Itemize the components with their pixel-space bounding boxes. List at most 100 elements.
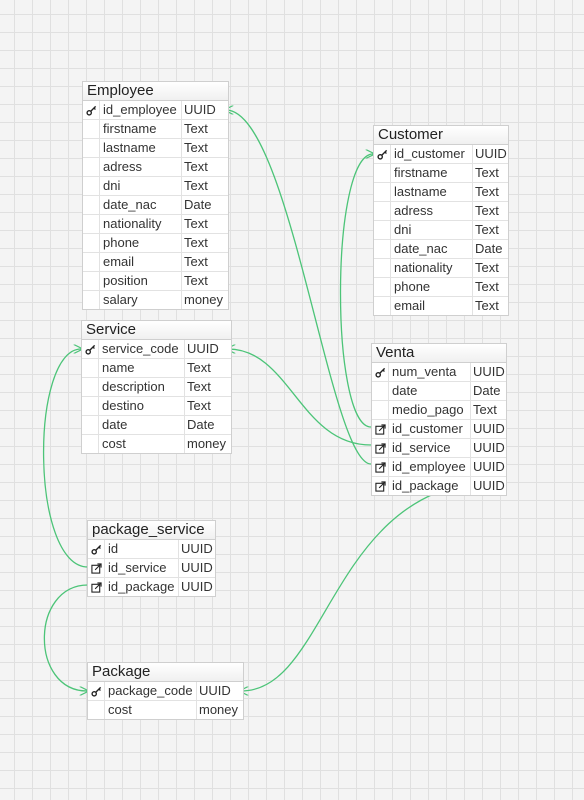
field-type: Text [475,298,499,313]
field-name: id_employee [100,101,182,119]
field-type: UUID [473,364,505,379]
key-icon [88,682,105,700]
field-icon-cell [374,297,391,315]
field-name: id_service [389,439,471,457]
table-title: Employee [83,82,228,101]
field-type: UUID [473,478,505,493]
field-name: lastname [391,183,473,201]
field-name: cost [105,701,197,719]
field-type: Text [475,222,499,237]
table-title: Package [88,663,243,682]
external-link-icon [88,578,105,596]
field-type: Text [184,216,208,231]
field-name: dni [100,177,182,195]
field-icon-cell [372,382,389,400]
field-name: description [99,378,185,396]
field-type: UUID [181,541,213,556]
field-type: UUID [473,440,505,455]
connector-venta-package [241,480,501,691]
field-name: service_code [99,340,185,358]
field-name: firstname [100,120,182,138]
external-link-icon [372,477,389,495]
field-type: UUID [181,560,213,575]
field-icon-cell [83,291,100,309]
key-icon [82,340,99,358]
field-icon-cell [374,164,391,182]
field-icon-cell [374,278,391,296]
field-name: phone [100,234,182,252]
field-type: Text [475,279,499,294]
field-name: id [105,540,179,558]
field-name: num_venta [389,363,471,381]
field-icon-cell [83,215,100,233]
field-name: phone [391,278,473,296]
field-type: Text [184,235,208,250]
field-name: adress [391,202,473,220]
field-name: package_code [105,682,197,700]
field-icon-cell [82,435,99,453]
field-type: Text [475,203,499,218]
field-name: date [99,416,185,434]
field-type: money [187,436,227,451]
field-name: medio_pago [389,401,471,419]
field-name: email [391,297,473,315]
field-type: Text [184,273,208,288]
field-icon-cell [83,120,100,138]
field-type: UUID [199,683,231,698]
field-name: name [99,359,185,377]
field-icon-cell [372,401,389,419]
field-icon-cell [374,259,391,277]
field-type: UUID [184,102,216,117]
field-type: Text [184,121,208,136]
field-icon-cell [83,139,100,157]
external-link-icon [372,458,389,476]
field-icon-cell [83,158,100,176]
field-name: nationality [391,259,473,277]
field-name: firstname [391,164,473,182]
